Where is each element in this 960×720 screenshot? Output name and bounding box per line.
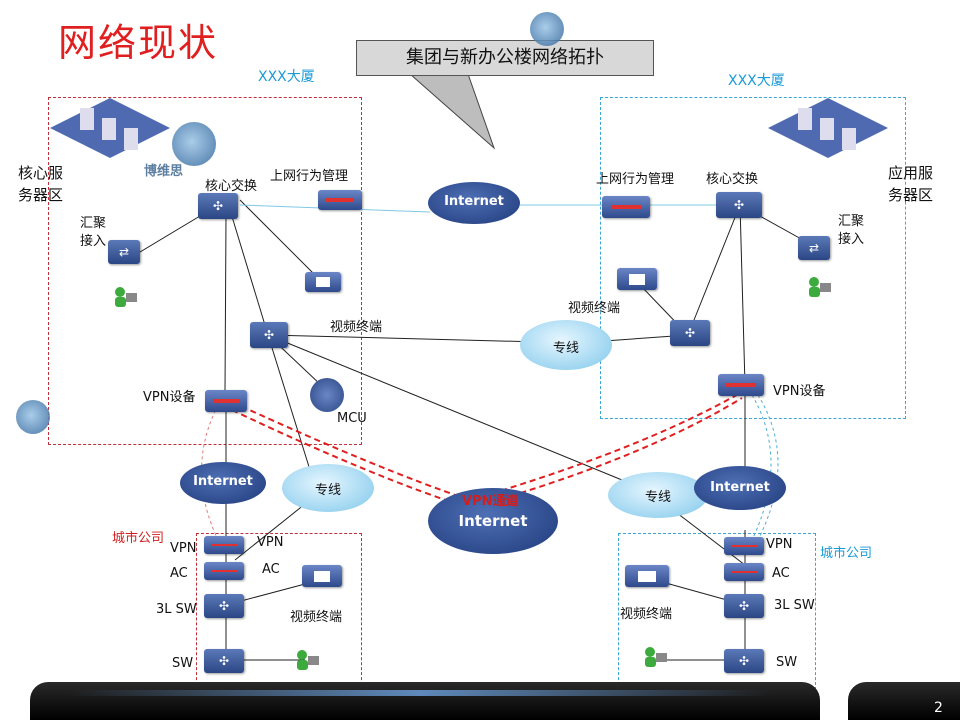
left-branch-video-terminal-label: 视频终端 bbox=[290, 610, 343, 625]
left-core-switch: ✣ bbox=[198, 193, 238, 219]
right-behavior-mgmt-label: 上网行为管理 bbox=[596, 172, 675, 187]
private-line-right-label: 专线 bbox=[644, 490, 671, 505]
right-branch-vpn-device bbox=[724, 537, 764, 555]
right-branch-l3-switch: ✣ bbox=[724, 594, 764, 618]
internet-right-cloud: Internet bbox=[694, 466, 786, 510]
left-branch-switch-label: SW bbox=[172, 656, 194, 671]
left-branch-vpn-device bbox=[204, 536, 244, 554]
left-branch-switch: ✣ bbox=[204, 649, 244, 673]
watermark-logo-icon bbox=[16, 400, 50, 434]
left-video-terminal-label: 视频终端 bbox=[330, 320, 383, 335]
right-branch-vpn-label: VPN bbox=[766, 537, 793, 552]
internet-center-cloud: Internet bbox=[428, 488, 558, 554]
right-user-pc-icon bbox=[806, 275, 832, 299]
left-building-zone bbox=[48, 97, 362, 445]
left-branch-vpn-label-2: VPN bbox=[257, 535, 284, 550]
watermark-logo-text: 博维思 bbox=[144, 164, 184, 179]
right-server-cluster-icon bbox=[768, 98, 888, 158]
left-branch-ac-label: AC bbox=[170, 566, 188, 581]
right-aggregation-label: 汇聚 接入 bbox=[838, 214, 865, 247]
left-branch-ac-device bbox=[204, 562, 244, 580]
private-line-right-cloud: 专线 bbox=[608, 472, 708, 518]
left-behavior-mgmt-label: 上网行为管理 bbox=[270, 169, 349, 184]
right-branch-video-terminal-label: 视频终端 bbox=[620, 607, 673, 622]
right-aggregation-switch: ⇄ bbox=[798, 236, 830, 260]
vpn-channel-label: VPN通道 bbox=[462, 494, 519, 509]
left-branch-video-terminal-device bbox=[302, 565, 342, 587]
private-line-mid-label: 专线 bbox=[552, 341, 579, 356]
right-branch-ac-device bbox=[724, 563, 764, 581]
private-line-left-cloud: 专线 bbox=[282, 464, 374, 512]
right-vpn-device-label: VPN设备 bbox=[773, 384, 826, 399]
internet-top-cloud: Internet bbox=[428, 182, 520, 224]
right-vpn-device bbox=[718, 374, 764, 396]
internet-left-cloud: Internet bbox=[180, 462, 266, 504]
left-branch-user-pc-icon bbox=[294, 648, 320, 672]
right-video-terminal-device bbox=[617, 268, 657, 290]
left-behavior-mgmt-device bbox=[318, 190, 362, 210]
mcu-label: MCU bbox=[337, 411, 367, 426]
right-video-terminal-label: 视频终端 bbox=[568, 301, 621, 316]
mcu-icon bbox=[310, 378, 344, 412]
topology-callout: 集团与新办公楼网络拓扑 bbox=[356, 40, 654, 76]
internet-top-label: Internet bbox=[444, 194, 504, 209]
left-branch-l3-switch: ✣ bbox=[204, 594, 244, 618]
left-aggregation-label: 汇聚 接入 bbox=[80, 216, 107, 249]
left-building-label: XXX大厦 bbox=[258, 69, 315, 85]
watermark-logo-icon bbox=[172, 122, 216, 166]
right-branch-switch: ✣ bbox=[724, 649, 764, 673]
private-line-mid-cloud: 专线 bbox=[520, 320, 612, 370]
internet-right-label: Internet bbox=[710, 480, 770, 495]
left-branch-l3-switch-label: 3L SW bbox=[156, 602, 197, 617]
left-video-terminal-device bbox=[305, 272, 341, 292]
footer-bar bbox=[30, 682, 820, 720]
private-line-left-label: 专线 bbox=[314, 483, 341, 498]
right-branch-switch-label: SW bbox=[776, 655, 798, 670]
right-core-switch-label: 核心交换 bbox=[706, 172, 759, 187]
footer-glow bbox=[70, 690, 770, 696]
right-branch-ac-label: AC bbox=[772, 566, 790, 581]
right-distribution-switch: ✣ bbox=[670, 320, 710, 346]
left-aggregation-switch: ⇄ bbox=[108, 240, 140, 264]
right-city-company-label: 城市公司 bbox=[820, 546, 873, 561]
watermark-logo-icon bbox=[530, 12, 564, 46]
right-building-label: XXX大厦 bbox=[728, 73, 785, 89]
left-city-company-label: 城市公司 bbox=[112, 531, 165, 546]
page-title: 网络现状 bbox=[58, 21, 219, 65]
internet-center-label: Internet bbox=[458, 512, 528, 530]
left-user-pc-icon bbox=[112, 285, 138, 309]
right-branch-user-pc-icon bbox=[642, 645, 668, 669]
right-branch-l3-switch-label: 3L SW bbox=[774, 598, 815, 613]
left-vpn-device-label: VPN设备 bbox=[143, 390, 196, 405]
right-core-switch: ✣ bbox=[716, 192, 762, 218]
left-core-switch-label: 核心交换 bbox=[205, 179, 258, 194]
left-distribution-switch: ✣ bbox=[250, 322, 288, 348]
right-behavior-mgmt-device bbox=[602, 196, 650, 218]
right-branch-video-terminal-device bbox=[625, 565, 669, 587]
internet-left-label: Internet bbox=[193, 474, 253, 489]
left-branch-vpn-label: VPN bbox=[170, 541, 197, 556]
left-vpn-device bbox=[205, 390, 247, 412]
app-server-zone-label: 应用服 务器区 bbox=[888, 164, 934, 204]
left-branch-ac-label-2: AC bbox=[262, 562, 280, 577]
left-server-cluster-icon bbox=[50, 98, 170, 158]
right-building-zone bbox=[600, 97, 906, 419]
core-server-zone-label: 核心服 务器区 bbox=[18, 164, 64, 204]
footer-bar-right bbox=[848, 682, 960, 720]
page-number: 2 bbox=[934, 700, 943, 716]
